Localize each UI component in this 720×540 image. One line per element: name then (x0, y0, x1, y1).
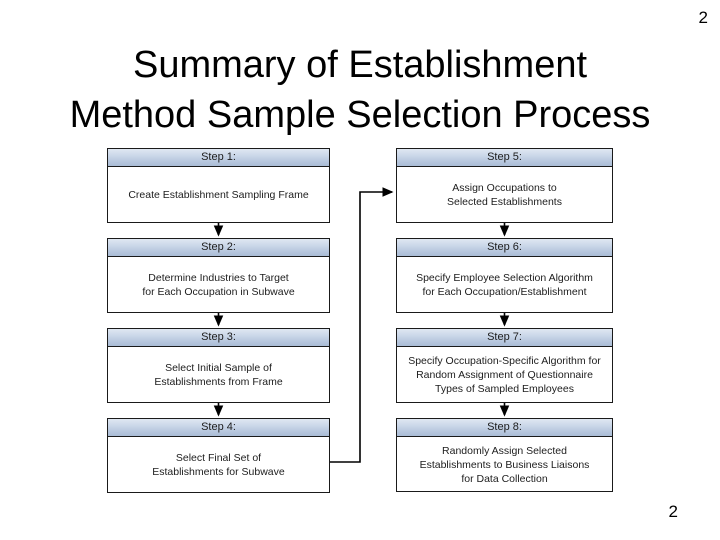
page-title: Summary of Establishment Method Sample S… (69, 44, 651, 136)
flow-box-step-8[interactable]: Step 8: Randomly Assign Selected Establi… (396, 418, 613, 492)
flow-box-step-7[interactable]: Step 7: Specify Occupation-Specific Algo… (396, 328, 613, 403)
flow-box-step-3-header: Step 3: (108, 329, 329, 347)
flow-box-step-6[interactable]: Step 6: Specify Employee Selection Algor… (396, 238, 613, 313)
flow-box-step-2[interactable]: Step 2: Determine Industries to Target f… (107, 238, 330, 313)
flow-box-step-1[interactable]: Step 1: Create Establishment Sampling Fr… (107, 148, 330, 223)
flow-box-step-1-body: Create Establishment Sampling Frame (108, 167, 329, 222)
connector-step-4-to-step-5 (330, 187, 394, 463)
flow-box-step-3[interactable]: Step 3: Select Initial Sample of Establi… (107, 328, 330, 403)
flow-box-step-5-body: Assign Occupations to Selected Establish… (397, 167, 612, 222)
flow-box-step-6-header: Step 6: (397, 239, 612, 257)
flow-box-step-1-header: Step 1: (108, 149, 329, 167)
page-number-top: 2 (698, 8, 708, 27)
flow-box-step-7-body: Specify Occupation-Specific Algorithm fo… (397, 347, 612, 402)
flow-box-step-8-body: Randomly Assign Selected Establishments … (397, 437, 612, 491)
flow-box-step-5[interactable]: Step 5: Assign Occupations to Selected E… (396, 148, 613, 223)
flow-box-step-2-body: Determine Industries to Target for Each … (108, 257, 329, 312)
flow-box-step-4-body: Select Final Set of Establishments for S… (108, 437, 329, 492)
page-number-bottom: 2 (668, 502, 678, 521)
flow-box-step-4-header: Step 4: (108, 419, 329, 437)
flow-box-step-7-header: Step 7: (397, 329, 612, 347)
flow-box-step-4[interactable]: Step 4: Select Final Set of Establishmen… (107, 418, 330, 493)
flow-box-step-6-body: Specify Employee Selection Algorithm for… (397, 257, 612, 312)
flow-box-step-5-header: Step 5: (397, 149, 612, 167)
flow-box-step-8-header: Step 8: (397, 419, 612, 437)
flow-box-step-2-header: Step 2: (108, 239, 329, 257)
flow-box-step-3-body: Select Initial Sample of Establishments … (108, 347, 329, 402)
